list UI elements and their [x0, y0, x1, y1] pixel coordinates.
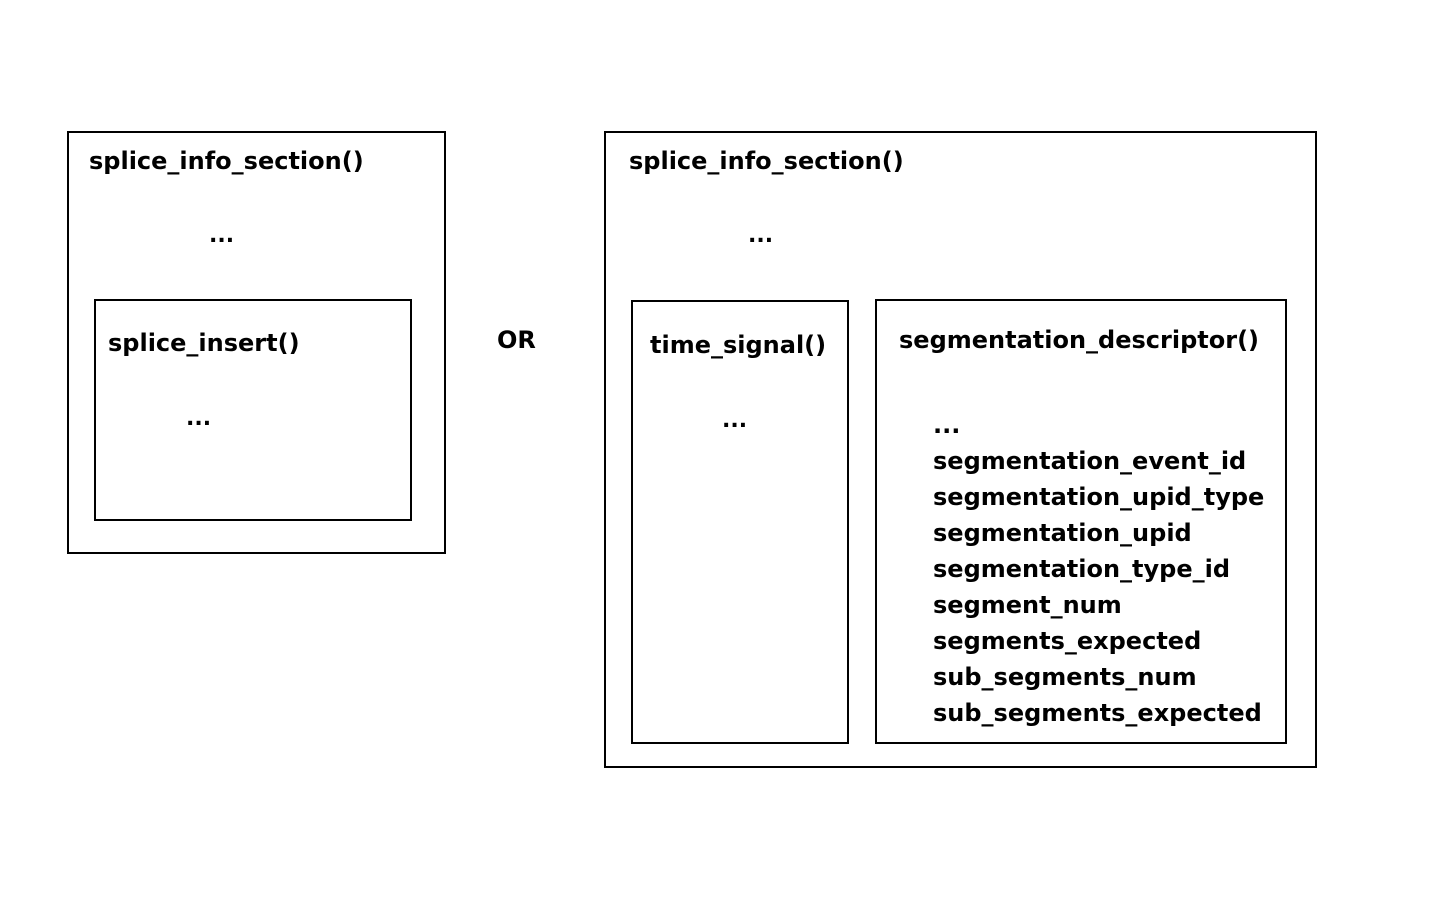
- segmentation-descriptor-title: segmentation_descriptor(): [899, 326, 1259, 354]
- right-splice-info-section-box: splice_info_section() ... time_signal() …: [604, 131, 1317, 768]
- segmentation-field: segmentation_upid: [933, 519, 1192, 547]
- right-splice-info-section-title: splice_info_section(): [629, 147, 904, 175]
- segmentation-field: segmentation_event_id: [933, 447, 1247, 475]
- segmentation-field: segmentation_upid_type: [933, 483, 1265, 511]
- splice-insert-box: splice_insert() ...: [94, 299, 412, 521]
- time-signal-box: time_signal() ...: [631, 300, 849, 744]
- segmentation-field: segment_num: [933, 591, 1122, 619]
- left-outer-ellipsis: ...: [209, 223, 235, 248]
- time-signal-ellipsis: ...: [722, 408, 748, 433]
- segmentation-descriptor-fields: ... segmentation_event_id segmentation_u…: [933, 407, 1264, 731]
- splice-insert-ellipsis: ...: [186, 406, 212, 431]
- splice-insert-title: splice_insert(): [108, 329, 300, 357]
- left-splice-info-section-box: splice_info_section() ... splice_insert(…: [67, 131, 446, 554]
- segmentation-descriptor-box: segmentation_descriptor() ... segmentati…: [875, 299, 1287, 744]
- left-splice-info-section-title: splice_info_section(): [89, 147, 364, 175]
- segmentation-field: sub_segments_expected: [933, 699, 1262, 727]
- or-separator: OR: [497, 326, 536, 354]
- time-signal-title: time_signal(): [650, 331, 827, 359]
- right-outer-ellipsis: ...: [748, 223, 774, 248]
- segmentation-field-ellipsis: ...: [933, 411, 961, 439]
- segmentation-field: sub_segments_num: [933, 663, 1197, 691]
- segmentation-field: segmentation_type_id: [933, 555, 1231, 583]
- segmentation-field: segments_expected: [933, 627, 1202, 655]
